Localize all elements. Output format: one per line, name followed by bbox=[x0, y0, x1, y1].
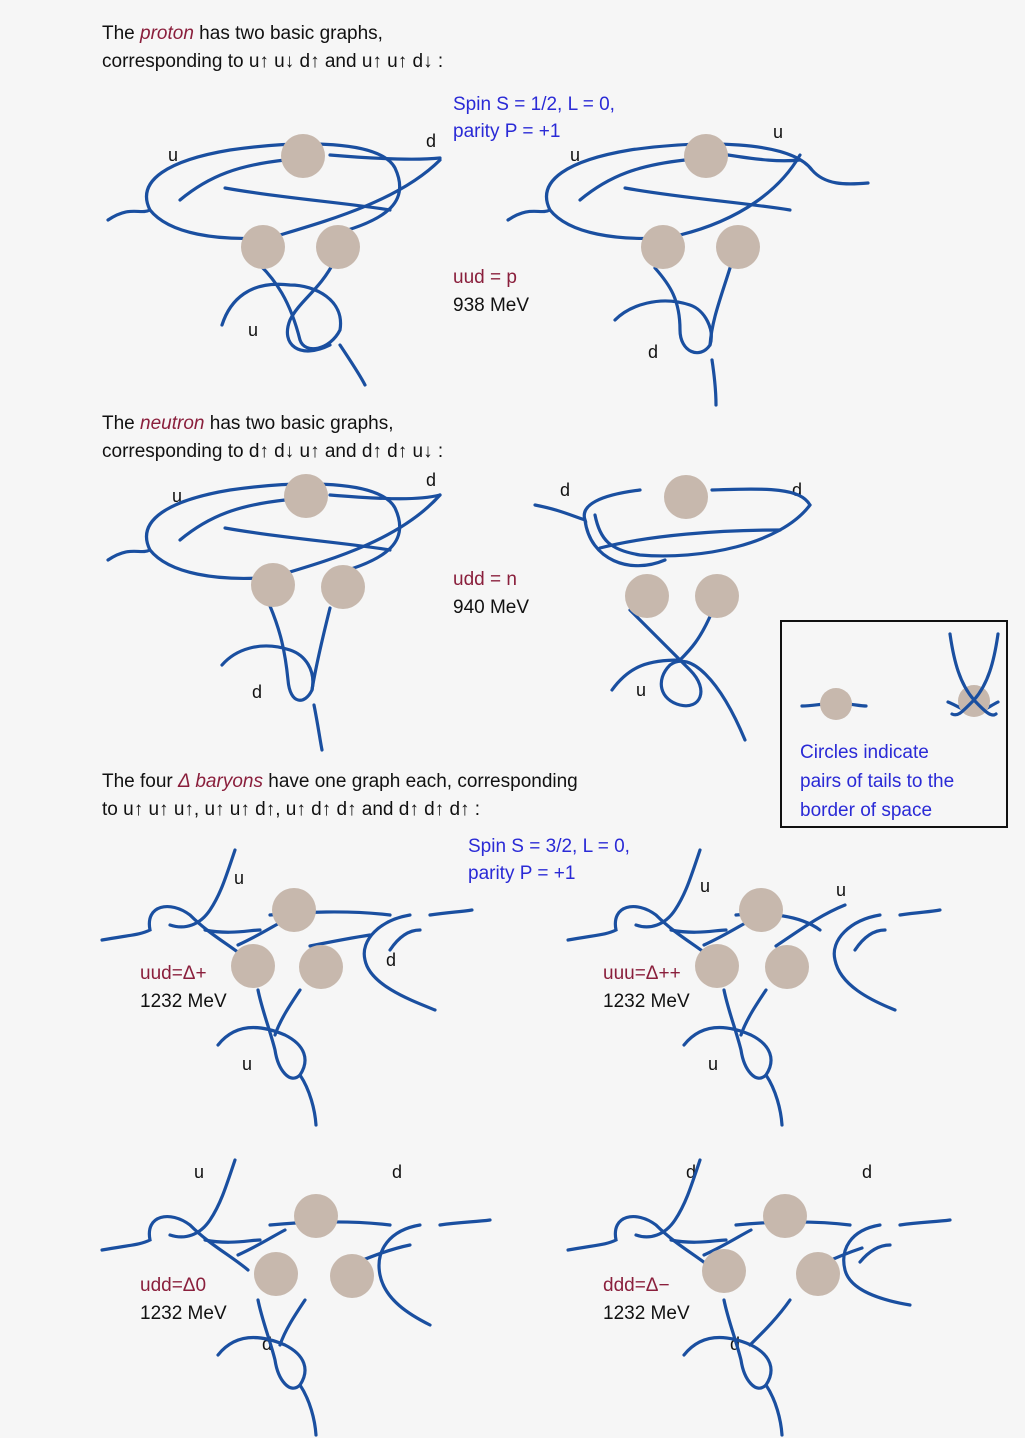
neutron-states: corresponding to d↑ d↓ u↑ and d↑ d↑ u↓ : bbox=[102, 441, 444, 462]
neutron-term: neutron bbox=[140, 413, 205, 434]
delta-term: Δ baryons bbox=[178, 771, 263, 792]
quark-label: d bbox=[792, 480, 803, 500]
proton-name: uud = p bbox=[453, 267, 517, 288]
legend-text: Circles indicate pairs of tails to the b… bbox=[800, 742, 955, 821]
quark-label: d bbox=[648, 342, 659, 362]
quark-label: d bbox=[426, 470, 437, 490]
legend-crossing-tails bbox=[948, 632, 1000, 717]
quark-label: u bbox=[570, 145, 581, 165]
delta-spin-line2: parity P = +1 bbox=[468, 863, 576, 884]
quark-label: u bbox=[248, 320, 259, 340]
neutron-graph-1 bbox=[106, 474, 442, 752]
delta-plusplus-mass: 1232 MeV bbox=[603, 991, 690, 1012]
delta-zero-name: udd=Δ0 bbox=[140, 1275, 207, 1296]
neutron-mass: 940 MeV bbox=[453, 597, 530, 618]
delta-minus-graph bbox=[566, 1158, 952, 1437]
neutron-graph-2 bbox=[533, 475, 812, 742]
proton-graph-2 bbox=[506, 134, 870, 407]
proton-states: corresponding to u↑ u↓ d↑ and u↑ u↑ d↓ : bbox=[102, 51, 444, 72]
proton-mass: 938 MeV bbox=[453, 295, 530, 316]
quark-label: d bbox=[862, 1162, 873, 1182]
delta-plusplus-name: uuu=Δ++ bbox=[603, 963, 681, 984]
proton-intro: The proton has two basic graphs, bbox=[102, 23, 383, 44]
delta-zero-graph bbox=[100, 1158, 492, 1437]
quark-label: d bbox=[252, 682, 263, 702]
proton-term: proton bbox=[140, 23, 194, 44]
delta-states: to u↑ u↑ u↑, u↑ u↑ d↑, u↑ d↑ d↑ and d↑ d… bbox=[102, 799, 481, 820]
delta-plus-name: uud=Δ+ bbox=[140, 963, 207, 984]
quark-label: u bbox=[708, 1054, 719, 1074]
quark-label: u bbox=[242, 1054, 253, 1074]
quark-label: u bbox=[172, 486, 183, 506]
proton-graph-1 bbox=[106, 134, 442, 387]
quark-label: u bbox=[168, 145, 179, 165]
quark-label: u bbox=[194, 1162, 205, 1182]
quark-label: d bbox=[386, 950, 397, 970]
neutron-intro: The neutron has two basic graphs, bbox=[102, 413, 394, 434]
quark-label: u bbox=[773, 122, 784, 142]
legend-glyphs bbox=[800, 632, 1000, 720]
proton-spin-line1: Spin S = 1/2, L = 0, bbox=[453, 94, 615, 115]
legend-box: Circles indicate pairs of tails to the b… bbox=[780, 620, 1008, 828]
quark-label: d bbox=[560, 480, 571, 500]
delta-plusplus-graph bbox=[566, 848, 942, 1127]
proton-spin-line2: parity P = +1 bbox=[453, 121, 561, 142]
delta-minus-name: ddd=Δ− bbox=[603, 1275, 670, 1296]
quark-label: d bbox=[426, 131, 437, 151]
quark-label: d bbox=[392, 1162, 403, 1182]
quark-label: u bbox=[234, 868, 245, 888]
quark-label: u bbox=[836, 880, 847, 900]
delta-plus-mass: 1232 MeV bbox=[140, 991, 227, 1012]
delta-spin-line1: Spin S = 3/2, L = 0, bbox=[468, 836, 630, 857]
delta-minus-mass: 1232 MeV bbox=[603, 1303, 690, 1324]
quark-label: u bbox=[636, 680, 647, 700]
delta-plus-graph bbox=[100, 848, 474, 1127]
neutron-name: udd = n bbox=[453, 569, 517, 590]
quark-label: d bbox=[686, 1162, 697, 1182]
quark-label: d bbox=[262, 1334, 273, 1354]
quark-label: u bbox=[700, 876, 711, 896]
delta-intro: The four Δ baryons have one graph each, … bbox=[102, 771, 578, 792]
legend-circle bbox=[820, 688, 852, 720]
delta-zero-mass: 1232 MeV bbox=[140, 1303, 227, 1324]
